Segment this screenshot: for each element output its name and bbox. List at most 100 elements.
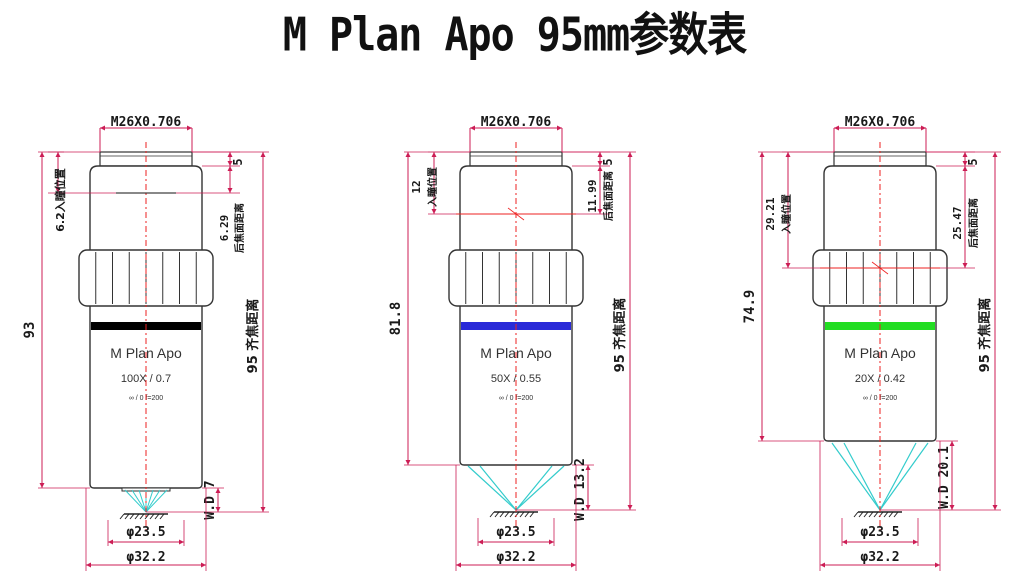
pupil-mark — [871, 261, 889, 275]
hatch-line — [858, 511, 864, 518]
arrow-head — [913, 539, 918, 545]
light-ray — [515, 465, 553, 511]
light-ray — [145, 489, 154, 513]
parfocal-distance: 95 齐焦距离 — [245, 299, 261, 374]
working-distance: W.D 13.2 — [573, 458, 588, 521]
arrow-head — [597, 209, 603, 214]
arrow-head — [405, 460, 411, 465]
top-dimension: 5 — [231, 158, 245, 165]
thread-dimension: M26X0.706 — [845, 115, 916, 130]
back-focal-label: 后焦面距离 — [602, 171, 615, 221]
hatch-line — [524, 511, 530, 518]
hatch-line — [124, 513, 130, 520]
magnification-label: 100X / 0.7 — [121, 373, 171, 385]
hatch-line — [129, 513, 135, 520]
entrance-value: 12 — [410, 180, 423, 193]
arrow-head — [949, 441, 955, 446]
hatch-line — [509, 511, 515, 518]
parfocal-distance: 95 齐焦距离 — [612, 298, 628, 373]
arrow-head — [187, 125, 192, 131]
light-ray — [515, 465, 565, 511]
arrow-head — [201, 562, 206, 568]
arrow-head — [834, 125, 839, 131]
arrow-head — [260, 507, 266, 512]
arrow-head — [227, 166, 233, 171]
working-distance: W.D 20.1 — [937, 446, 952, 509]
light-ray — [843, 442, 881, 511]
diameter-large: φ32.2 — [496, 550, 535, 565]
arrow-head — [227, 161, 233, 166]
hatch-line — [489, 511, 495, 518]
arrow-head — [597, 152, 603, 157]
arrow-head — [842, 539, 847, 545]
total-length: 81.8 — [388, 302, 404, 336]
light-ray — [124, 489, 147, 513]
back-focal-value: 11.99 — [586, 179, 599, 212]
arrow-head — [108, 539, 113, 545]
light-ray — [467, 465, 517, 511]
top-dimension: 5 — [601, 158, 615, 165]
arrow-head — [179, 539, 184, 545]
arrow-head — [549, 539, 554, 545]
light-ray — [879, 442, 929, 511]
arrow-head — [597, 161, 603, 166]
diameter-small: φ23.5 — [496, 525, 535, 540]
light-ray — [145, 489, 168, 513]
hatch-line — [119, 513, 125, 520]
arrow-head — [39, 483, 45, 488]
pupil-mark — [507, 207, 525, 221]
arrow-head — [759, 436, 765, 441]
arrow-head — [215, 507, 221, 512]
hatch-line — [853, 511, 859, 518]
arrow-head — [759, 152, 765, 157]
arrow-head — [470, 125, 475, 131]
back-focal-label: 后焦面距离 — [967, 198, 980, 248]
hatch-line — [873, 511, 879, 518]
arrow-head — [585, 465, 591, 470]
arrow-head — [227, 152, 233, 157]
entrance-pupil: 6.2入瞳位置 — [53, 168, 67, 232]
arrow-head — [431, 209, 437, 214]
arrow-head — [597, 166, 603, 171]
total-length: 74.9 — [742, 290, 758, 324]
arrow-head — [456, 562, 461, 568]
arrow-head — [405, 152, 411, 157]
entrance-label: 入瞳位置 — [780, 194, 793, 234]
arrow-head — [962, 161, 968, 166]
total-length: 93 — [22, 322, 38, 339]
hatch-line — [159, 513, 165, 520]
hatch-line — [883, 511, 889, 518]
arrow-head — [820, 562, 825, 568]
arrow-head — [557, 125, 562, 131]
hatch-line — [494, 511, 500, 518]
top-dimension: 5 — [966, 158, 980, 165]
arrow-head — [585, 505, 591, 510]
arrow-head — [627, 152, 633, 157]
parfocal-distance: 95 齐焦距离 — [977, 298, 993, 373]
arrow-head — [86, 562, 91, 568]
hatch-line — [893, 511, 899, 518]
diameter-small: φ23.5 — [126, 525, 165, 540]
arrow-head — [962, 152, 968, 157]
hatch-line — [499, 511, 505, 518]
page-title: M Plan Apo 95mm参数表 — [282, 9, 747, 63]
arrow-head — [571, 562, 576, 568]
light-ray — [831, 442, 881, 511]
back-focal-label: 后焦面距离 — [233, 203, 246, 253]
arrow-head — [100, 125, 105, 131]
light-ray — [131, 489, 147, 513]
arrow-head — [227, 188, 233, 193]
hatch-line — [134, 513, 140, 520]
magnification-label: 20X / 0.42 — [855, 373, 905, 385]
arrow-head — [935, 562, 940, 568]
arrow-head — [55, 188, 61, 193]
working-distance: W.D 7 — [203, 480, 218, 519]
hatch-line — [149, 513, 155, 520]
hatch-line — [154, 513, 160, 520]
arrow-head — [785, 263, 791, 268]
arrow-head — [627, 505, 633, 510]
diameter-large: φ32.2 — [860, 550, 899, 565]
